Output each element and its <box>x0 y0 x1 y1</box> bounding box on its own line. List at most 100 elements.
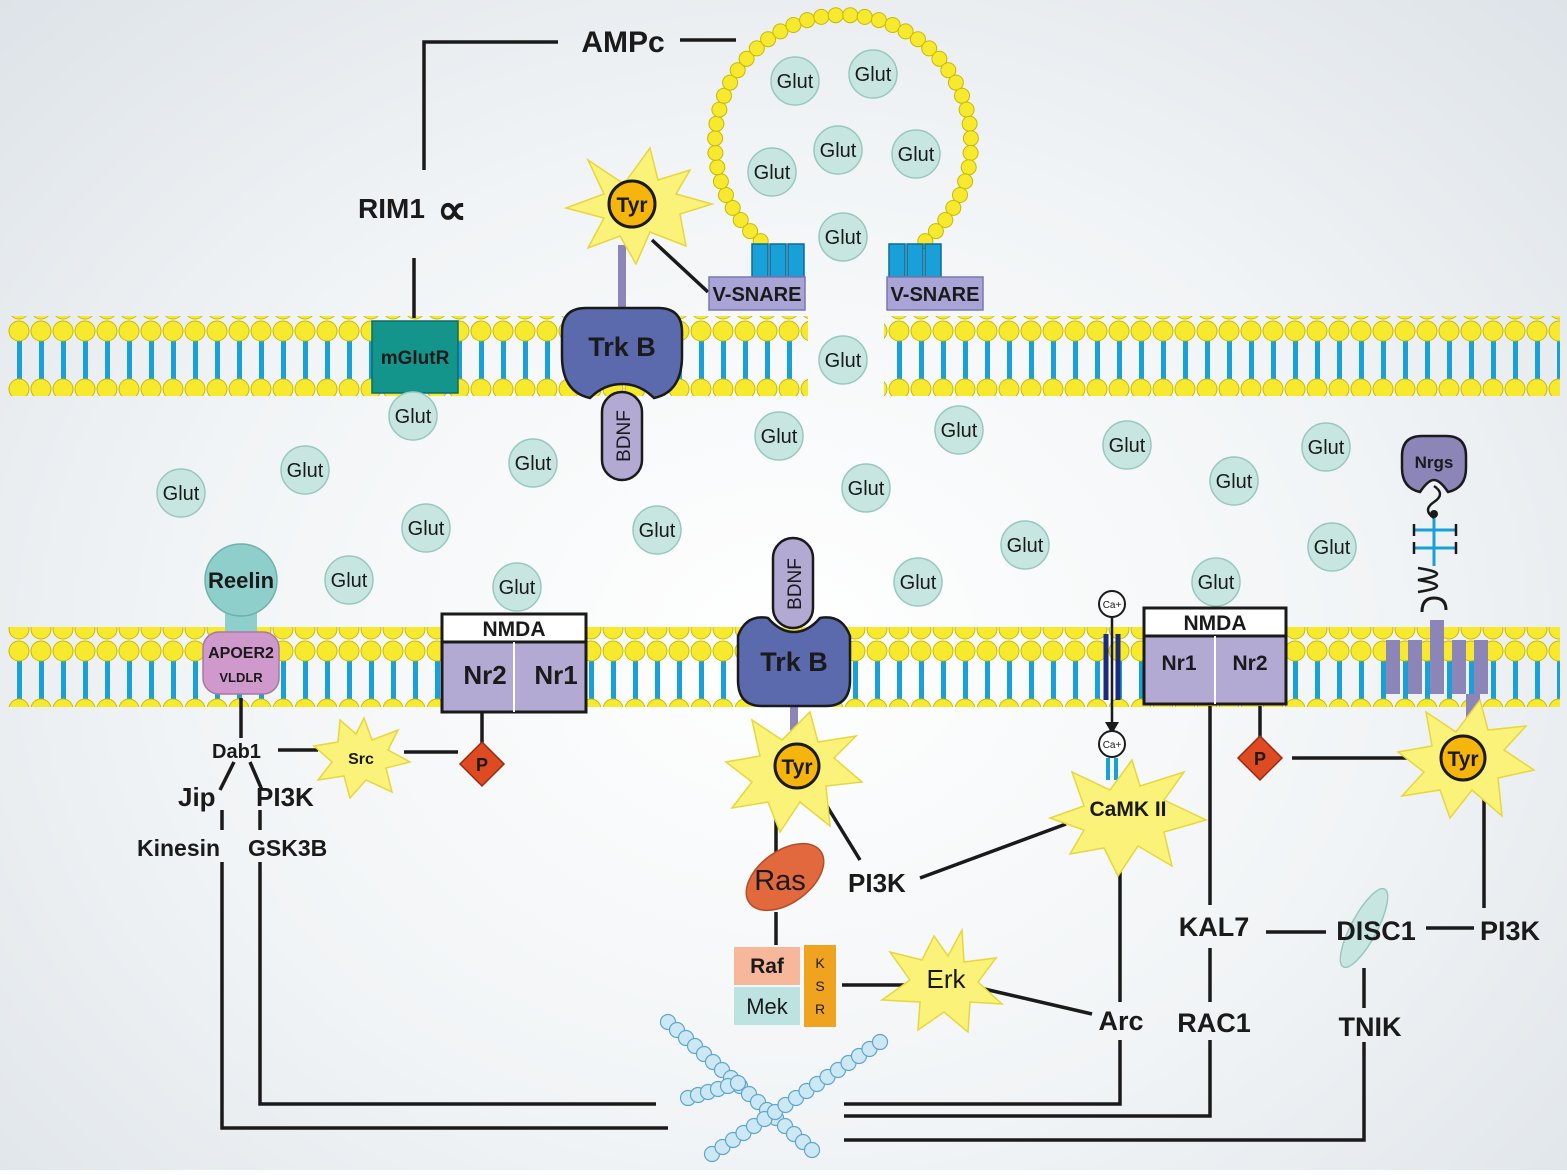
glut-label: Glut <box>331 570 368 592</box>
glut-molecule: Glut <box>770 56 820 106</box>
glut-label: Glut <box>1216 471 1253 493</box>
gsk3b-label: GSK3B <box>248 835 327 861</box>
vsnare-left: V-SNARE <box>708 243 806 311</box>
glut-label: Glut <box>848 478 885 500</box>
pi3k-right-label: PI3K <box>1480 916 1541 946</box>
glut-label: Glut <box>408 518 445 540</box>
nr1-left-label: Nr1 <box>534 660 577 690</box>
apoer2-label: APOER2 <box>208 645 274 662</box>
p-left-label: P <box>476 755 488 775</box>
mglutr-receptor: mGlutR <box>371 320 459 394</box>
kinesin-label: Kinesin <box>137 835 220 861</box>
glut-molecule: Glut <box>1307 522 1357 572</box>
trkb-bottom-label: Trk B <box>760 647 828 677</box>
glut-label: Glut <box>855 64 892 86</box>
erk-label: Erk <box>927 964 967 994</box>
glut-label: Glut <box>499 577 536 599</box>
nr2-left-label: Nr2 <box>463 660 506 690</box>
glut-label: Glut <box>163 483 200 505</box>
disc1-protein <box>1339 887 1389 969</box>
bdnf-top-label: BDNF <box>614 410 635 462</box>
alpha-symbol: ∝ <box>437 186 467 233</box>
ksr-r-label: R <box>815 1001 825 1017</box>
glut-label: Glut <box>898 144 935 166</box>
glut-molecule: Glut <box>891 129 941 179</box>
ampc-label: AMPc <box>581 26 664 59</box>
pi3k-left-label: PI3K <box>256 782 314 812</box>
glut-label: Glut <box>395 406 432 428</box>
glut-label: Glut <box>900 572 937 594</box>
glut-molecule: Glut <box>841 463 891 513</box>
ksr-s-label: S <box>815 978 824 994</box>
glut-label: Glut <box>777 71 814 93</box>
tyr-mid-label: Tyr <box>781 756 812 779</box>
glut-molecule: Glut <box>1102 420 1152 470</box>
nrgs-label: Nrgs <box>1415 453 1454 472</box>
raf-mek-ksr-complex: Raf Mek K S R <box>734 945 836 1027</box>
glut-molecule: Glut <box>1191 557 1241 607</box>
phospho-right <box>1236 734 1284 782</box>
tyr-right-label: Tyr <box>1447 748 1478 771</box>
rim1-label: RIM1 <box>358 193 425 224</box>
connector-lines <box>218 38 1486 1142</box>
camk-star <box>1047 758 1209 878</box>
glut-molecule: Glut <box>632 505 682 555</box>
glut-label: Glut <box>941 420 978 442</box>
glut-molecule: Glut <box>156 468 206 518</box>
glut-label: Glut <box>1314 537 1351 559</box>
glut-label: Glut <box>761 426 798 448</box>
glut-label: Glut <box>825 227 862 249</box>
glut-molecule: Glut <box>818 335 868 385</box>
ca-top-label: Ca+ <box>1103 600 1122 611</box>
kal7-label: KAL7 <box>1179 912 1250 942</box>
glut-molecule: Glut <box>508 438 558 488</box>
actin-monomer <box>871 1033 889 1051</box>
nmda-left-receptor: NMDA Nr2 Nr1 <box>440 612 588 714</box>
glut-molecule: Glut <box>893 557 943 607</box>
glut-molecule: Glut <box>401 503 451 553</box>
vsnare-left-label: V-SNARE <box>713 284 802 306</box>
disc1-label: DISC1 <box>1336 916 1416 946</box>
arc-label: Arc <box>1098 1006 1143 1036</box>
nmda-right-label: NMDA <box>1184 612 1247 635</box>
glut-molecule: Glut <box>818 212 868 262</box>
glut-molecule: Glut <box>934 405 984 455</box>
glut-label: Glut <box>515 453 552 475</box>
vsnare-right: V-SNARE <box>886 243 984 311</box>
glut-label: Glut <box>825 350 862 372</box>
glut-molecule: Glut <box>1000 520 1050 570</box>
glut-molecule: Glut <box>1301 422 1351 472</box>
dab1-label: Dab1 <box>212 741 261 763</box>
camk-label: CaMK II <box>1089 798 1166 821</box>
glut-label: Glut <box>1308 437 1345 459</box>
actin-monomer <box>729 1074 747 1092</box>
jip-label: Jip <box>178 782 216 812</box>
tnik-label: TNIK <box>1339 1012 1402 1042</box>
presynaptic-membrane-right <box>884 316 1560 396</box>
actin-filament <box>659 1013 889 1163</box>
ca-bottom-label: Ca+ <box>1103 740 1122 751</box>
mek-label: Mek <box>746 994 789 1019</box>
trkb-postsynaptic: BDNF Trk B <box>736 536 852 708</box>
glut-label: Glut <box>1198 572 1235 594</box>
nr2-right-label: Nr2 <box>1232 652 1267 675</box>
reelin-label: Reelin <box>208 568 274 593</box>
glut-molecule: Glut <box>813 125 863 175</box>
glut-label: Glut <box>820 140 857 162</box>
nrgs-ligand: Nrgs <box>1400 434 1468 494</box>
glut-label: Glut <box>754 162 791 184</box>
glut-molecule: Glut <box>1209 456 1259 506</box>
trkb-top-label: Trk B <box>588 332 656 362</box>
glut-molecule: Glut <box>747 147 797 197</box>
glut-molecule: Glut <box>848 49 898 99</box>
glut-molecule: Glut <box>324 555 374 605</box>
pi3k-mid-label: PI3K <box>848 868 906 898</box>
glut-label: Glut <box>287 460 324 482</box>
glut-label: Glut <box>1007 535 1044 557</box>
trkb-presynaptic: BDNF Trk B <box>560 306 684 482</box>
glut-label: Glut <box>639 520 676 542</box>
vldlr-label: VLDLR <box>219 670 263 685</box>
